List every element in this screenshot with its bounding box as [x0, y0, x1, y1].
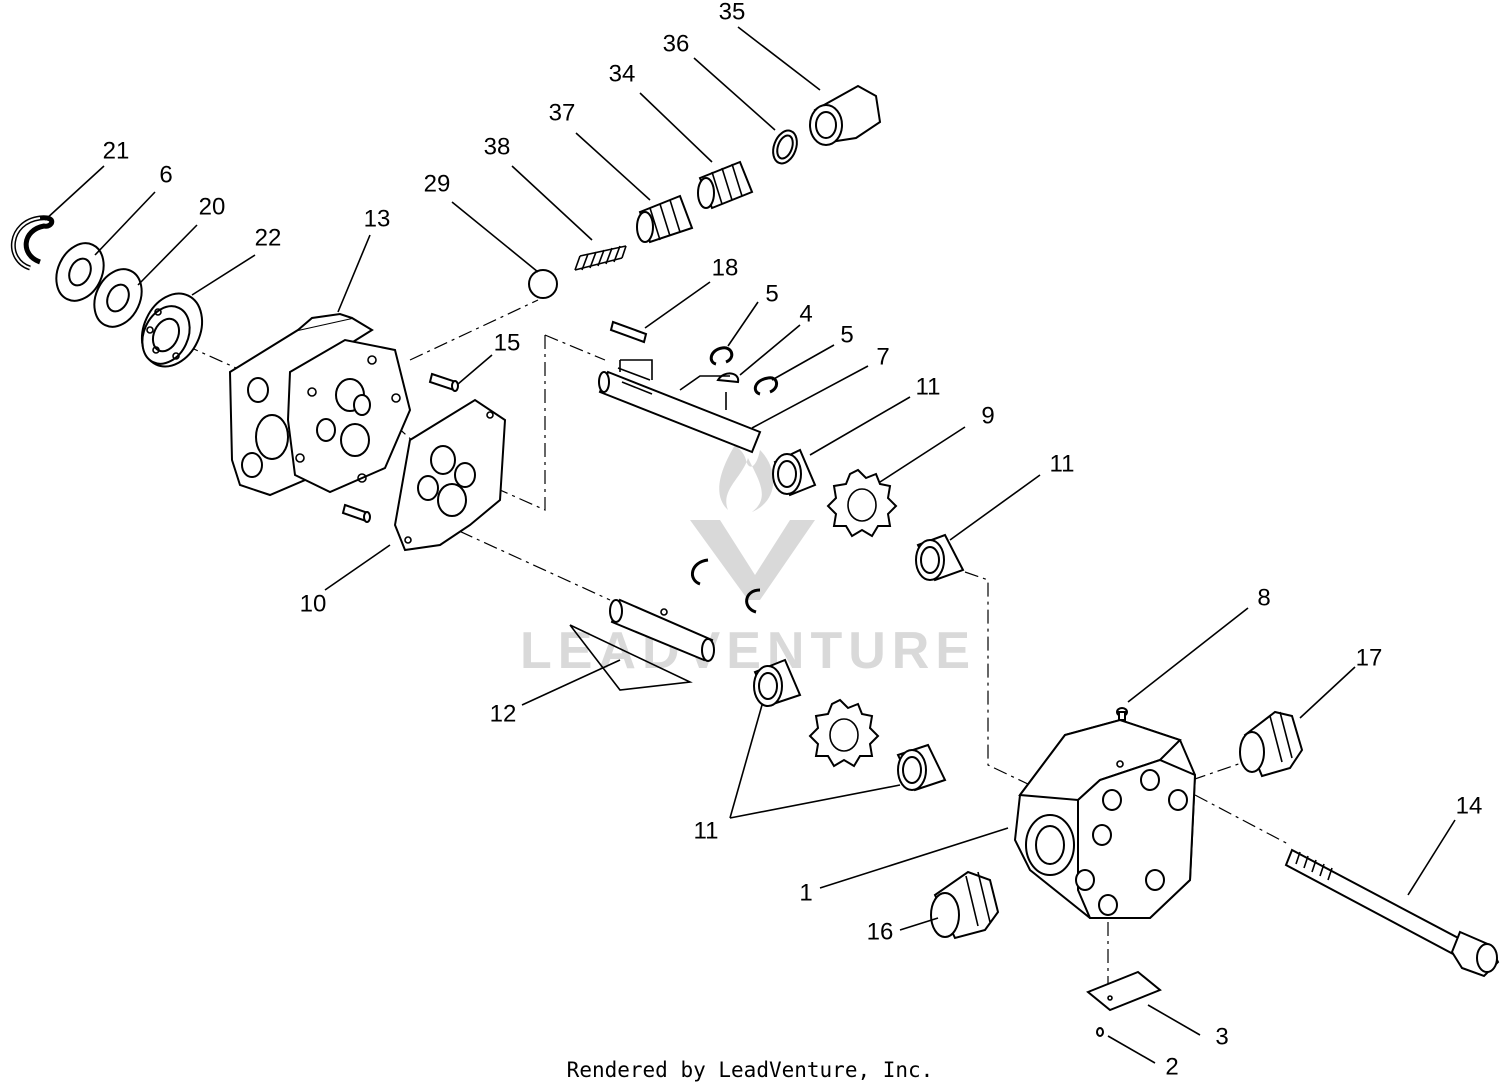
watermark-text: LEADVENTURE: [520, 622, 976, 680]
callout-2: 2: [1165, 1053, 1178, 1080]
callout-38: 38: [484, 133, 511, 160]
callout-12: 12: [490, 700, 517, 727]
part-fitting-17: [1239, 710, 1304, 778]
part-pump-housing-1: [1013, 718, 1197, 919]
part-drive-shaft-7: [598, 359, 762, 454]
part-snap-ring-lower: [745, 588, 761, 614]
part-bearing-22: [140, 292, 204, 368]
callout-15: 15: [494, 329, 521, 356]
callout-1: 1: [799, 879, 812, 906]
part-idler-gear: [808, 698, 880, 768]
part-gear-9: [826, 468, 898, 538]
callout-17: 17: [1356, 644, 1383, 671]
part-relief-valve-37: [636, 194, 694, 244]
callout-20: 20: [199, 193, 226, 220]
part-needle-bearing-11c: [753, 658, 802, 707]
callout-5-lower: 5: [840, 321, 853, 348]
part-seal-6: [55, 242, 105, 302]
callout-35: 35: [719, 0, 746, 25]
callout-4: 4: [799, 300, 812, 327]
callout-8: 8: [1257, 584, 1270, 611]
part-fitting-16: [930, 870, 1000, 940]
part-snap-ring-upper: [691, 558, 709, 586]
part-dowel-pin-15: [341, 372, 459, 523]
callout-37: 37: [549, 99, 576, 126]
callout-3: 3: [1215, 1023, 1228, 1050]
part-ring-5-lower: [753, 376, 778, 396]
callout-21: 21: [103, 137, 130, 164]
part-idler-shaft-12: [569, 598, 715, 691]
part-key-18: [609, 320, 648, 344]
part-screw-2: [1096, 1027, 1104, 1037]
callout-11-upper: 11: [916, 373, 941, 400]
part-retaining-ring-21: [11, 215, 55, 271]
part-spring-38: [574, 245, 627, 271]
watermark-v-icon: [690, 520, 815, 600]
part-gasket-10: [393, 398, 507, 552]
part-o-ring-36: [772, 129, 798, 165]
callout-36: 36: [663, 30, 690, 57]
callout-7: 7: [876, 343, 889, 370]
callout-9: 9: [981, 402, 994, 429]
watermark-flame-icon: [719, 445, 774, 512]
callout-5-upper: 5: [765, 280, 778, 307]
credit-text: Rendered by LeadVenture, Inc.: [566, 1058, 934, 1082]
part-bolt-14: [1284, 848, 1500, 978]
part-washer-20: [93, 268, 143, 328]
callout-29: 29: [424, 170, 451, 197]
part-cap-nut-35: [809, 84, 882, 146]
part-key-4: [716, 372, 740, 384]
callout-11-lower: 11: [694, 817, 719, 844]
part-needle-bearing-11a: [772, 448, 817, 497]
callout-6: 6: [159, 161, 172, 188]
part-ring-5-upper: [709, 346, 734, 366]
callout-13: 13: [364, 205, 391, 232]
part-ball-29: [528, 269, 558, 299]
part-plate-3: [1086, 970, 1162, 1012]
part-needle-bearing-11b: [915, 533, 965, 582]
leader-lines: [44, 26, 1456, 1064]
callout-11-middle: 11: [1050, 450, 1075, 477]
centerlines: [184, 299, 1291, 985]
callout-10: 10: [300, 590, 327, 617]
part-plug-8: [1116, 707, 1128, 721]
callouts: 35 36 34 37 38 29 21 6 20 22 13 15 18 5 …: [103, 0, 1483, 1080]
callout-22: 22: [255, 224, 282, 251]
watermark: LEADVENTURE: [520, 445, 976, 680]
callout-34: 34: [609, 60, 636, 87]
callout-14: 14: [1456, 792, 1483, 819]
callout-16: 16: [867, 918, 894, 945]
part-valve-body-34: [697, 160, 754, 210]
callout-18: 18: [712, 254, 739, 281]
part-needle-bearing-11d: [896, 743, 947, 792]
part-cover-13: [228, 312, 412, 497]
